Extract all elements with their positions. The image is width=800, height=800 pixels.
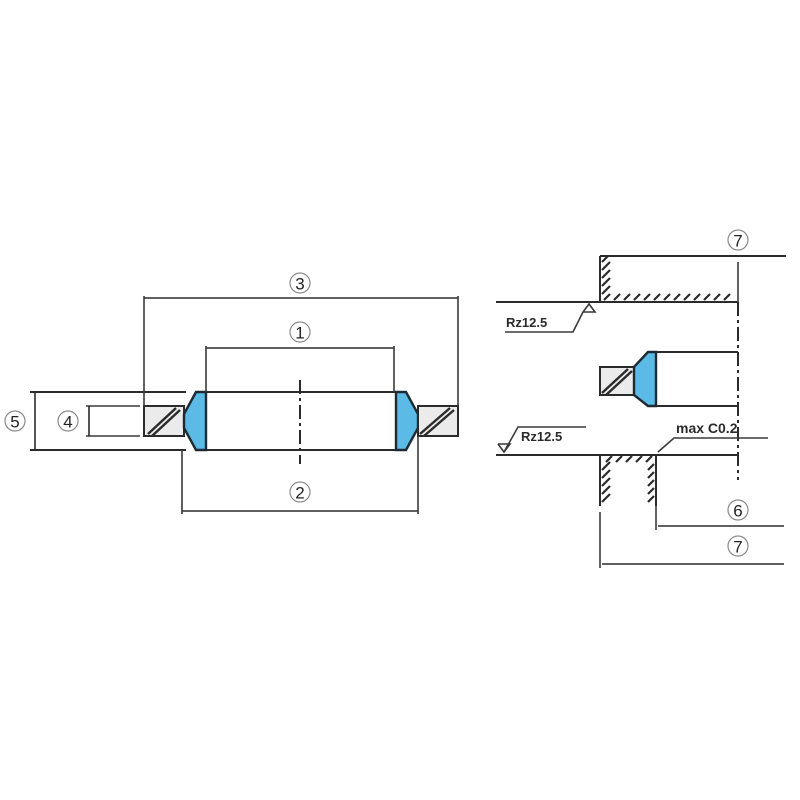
dimension-label-4: 4 xyxy=(63,413,72,432)
left-backup-ring xyxy=(143,405,185,437)
top-housing xyxy=(496,255,786,303)
dimension-label-2: 2 xyxy=(295,484,304,503)
surface-finish-bottom: Rz12.5 xyxy=(497,426,586,454)
dimension-5: 5 xyxy=(4,392,36,450)
left-view: 3 1 2 4 5 xyxy=(4,272,459,514)
dimension-label-6: 6 xyxy=(733,502,742,521)
dimension-label-7-top: 7 xyxy=(733,232,742,251)
right-backup-ring xyxy=(417,405,459,437)
dimension-4: 4 xyxy=(57,406,90,436)
dimension-label-5: 5 xyxy=(10,413,19,432)
surface-finish-bottom-label: Rz12.5 xyxy=(521,429,562,444)
right-seal-profile xyxy=(394,390,420,452)
left-seal-profile xyxy=(182,390,208,452)
surface-finish-top: Rz12.5 xyxy=(505,302,597,333)
right-seal-assembly xyxy=(599,350,738,408)
dimension-7-top: 7 xyxy=(727,229,749,302)
dimension-6: 6 xyxy=(655,499,784,530)
bottom-housing xyxy=(496,454,738,506)
dimension-label-7-bottom: 7 xyxy=(733,538,742,557)
dimension-3: 3 xyxy=(143,272,459,406)
dimension-label-3: 3 xyxy=(295,275,304,294)
chamfer-note-label: max C0.2 xyxy=(676,420,738,436)
surface-finish-top-label: Rz12.5 xyxy=(506,315,547,330)
dimension-label-1: 1 xyxy=(295,324,304,343)
right-view: Rz12.5 7 xyxy=(496,229,786,568)
dimension-1: 1 xyxy=(205,321,395,392)
right-view-seal xyxy=(632,350,658,408)
dimension-7-bottom: 7 xyxy=(599,512,784,568)
dimension-2: 2 xyxy=(181,436,419,514)
chamfer-note: max C0.2 xyxy=(657,420,768,453)
